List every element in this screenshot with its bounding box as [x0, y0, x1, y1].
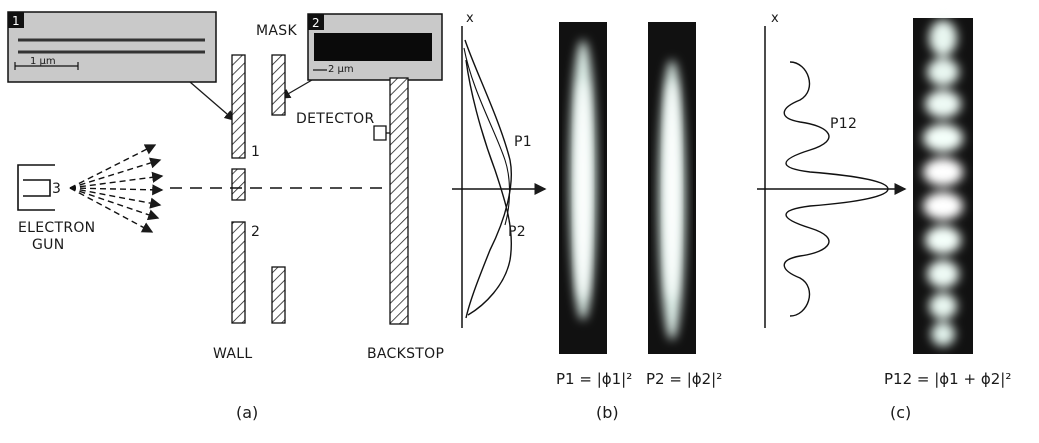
inset-1-scale-label: 1 µm [30, 56, 56, 67]
detector-icon [373, 125, 387, 141]
slit-1-label: 1 [251, 144, 260, 160]
mask-label: MASK [256, 23, 297, 39]
curve-p1 [464, 39, 512, 319]
curve-p-envelope [463, 47, 511, 226]
panel-b-label: (b) [596, 403, 619, 422]
p12-label: P12 [830, 116, 857, 132]
electron-gun-label-line2: GUN [32, 237, 64, 253]
backstop-label: BACKSTOP [367, 346, 444, 362]
electron-gun-label-line1: ELECTRON [18, 220, 95, 236]
strip-p1-core [576, 80, 590, 300]
p2-label: P2 [508, 224, 526, 240]
backstop [389, 77, 409, 325]
curve-p2 [465, 59, 513, 316]
inset-2-scale-label: 2 µm [328, 64, 354, 75]
inset-1-frame [7, 11, 217, 83]
inset-1-pointer [189, 81, 235, 121]
panel-a-label: (a) [236, 403, 258, 422]
wall-upper [231, 54, 246, 159]
inset-2: 2 2 µm [307, 13, 443, 81]
wall-lower [231, 221, 246, 324]
inset-2-number-box [308, 14, 324, 30]
formula-b1: P1 = |ϕ1|² [556, 370, 632, 388]
p1-label: P1 [514, 134, 532, 150]
inset-2-number: 2 [312, 16, 320, 30]
inset-2-slit-image [314, 33, 432, 61]
formula-c: P12 = |ϕ1 + ϕ2|² [884, 370, 1011, 388]
formula-b2: P2 = |ϕ2|² [646, 370, 722, 388]
slit-2-label: 2 [251, 224, 260, 240]
inset-1-number-box [8, 12, 24, 28]
axis-c-x-label: x [771, 11, 779, 26]
inset-1: 1 1 µm [7, 11, 217, 83]
mask-lower [271, 266, 286, 324]
wall-middle [231, 168, 246, 201]
detector-label: DETECTOR [296, 111, 375, 127]
wall-label: WALL [213, 346, 252, 362]
panel-c-label: (c) [890, 403, 911, 422]
inset-1-number: 1 [12, 14, 20, 28]
electron-rays [69, 144, 164, 233]
curve-p12 [783, 61, 889, 317]
svg-text:3: 3 [52, 181, 61, 197]
strip-p2-core [665, 80, 679, 300]
inset-2-pointer [279, 79, 313, 99]
electron-gun-icon: 3 [17, 164, 61, 211]
strip-p12-fringes [923, 20, 963, 346]
axis-b-x-label: x [466, 11, 474, 26]
mask-upper [271, 54, 286, 116]
